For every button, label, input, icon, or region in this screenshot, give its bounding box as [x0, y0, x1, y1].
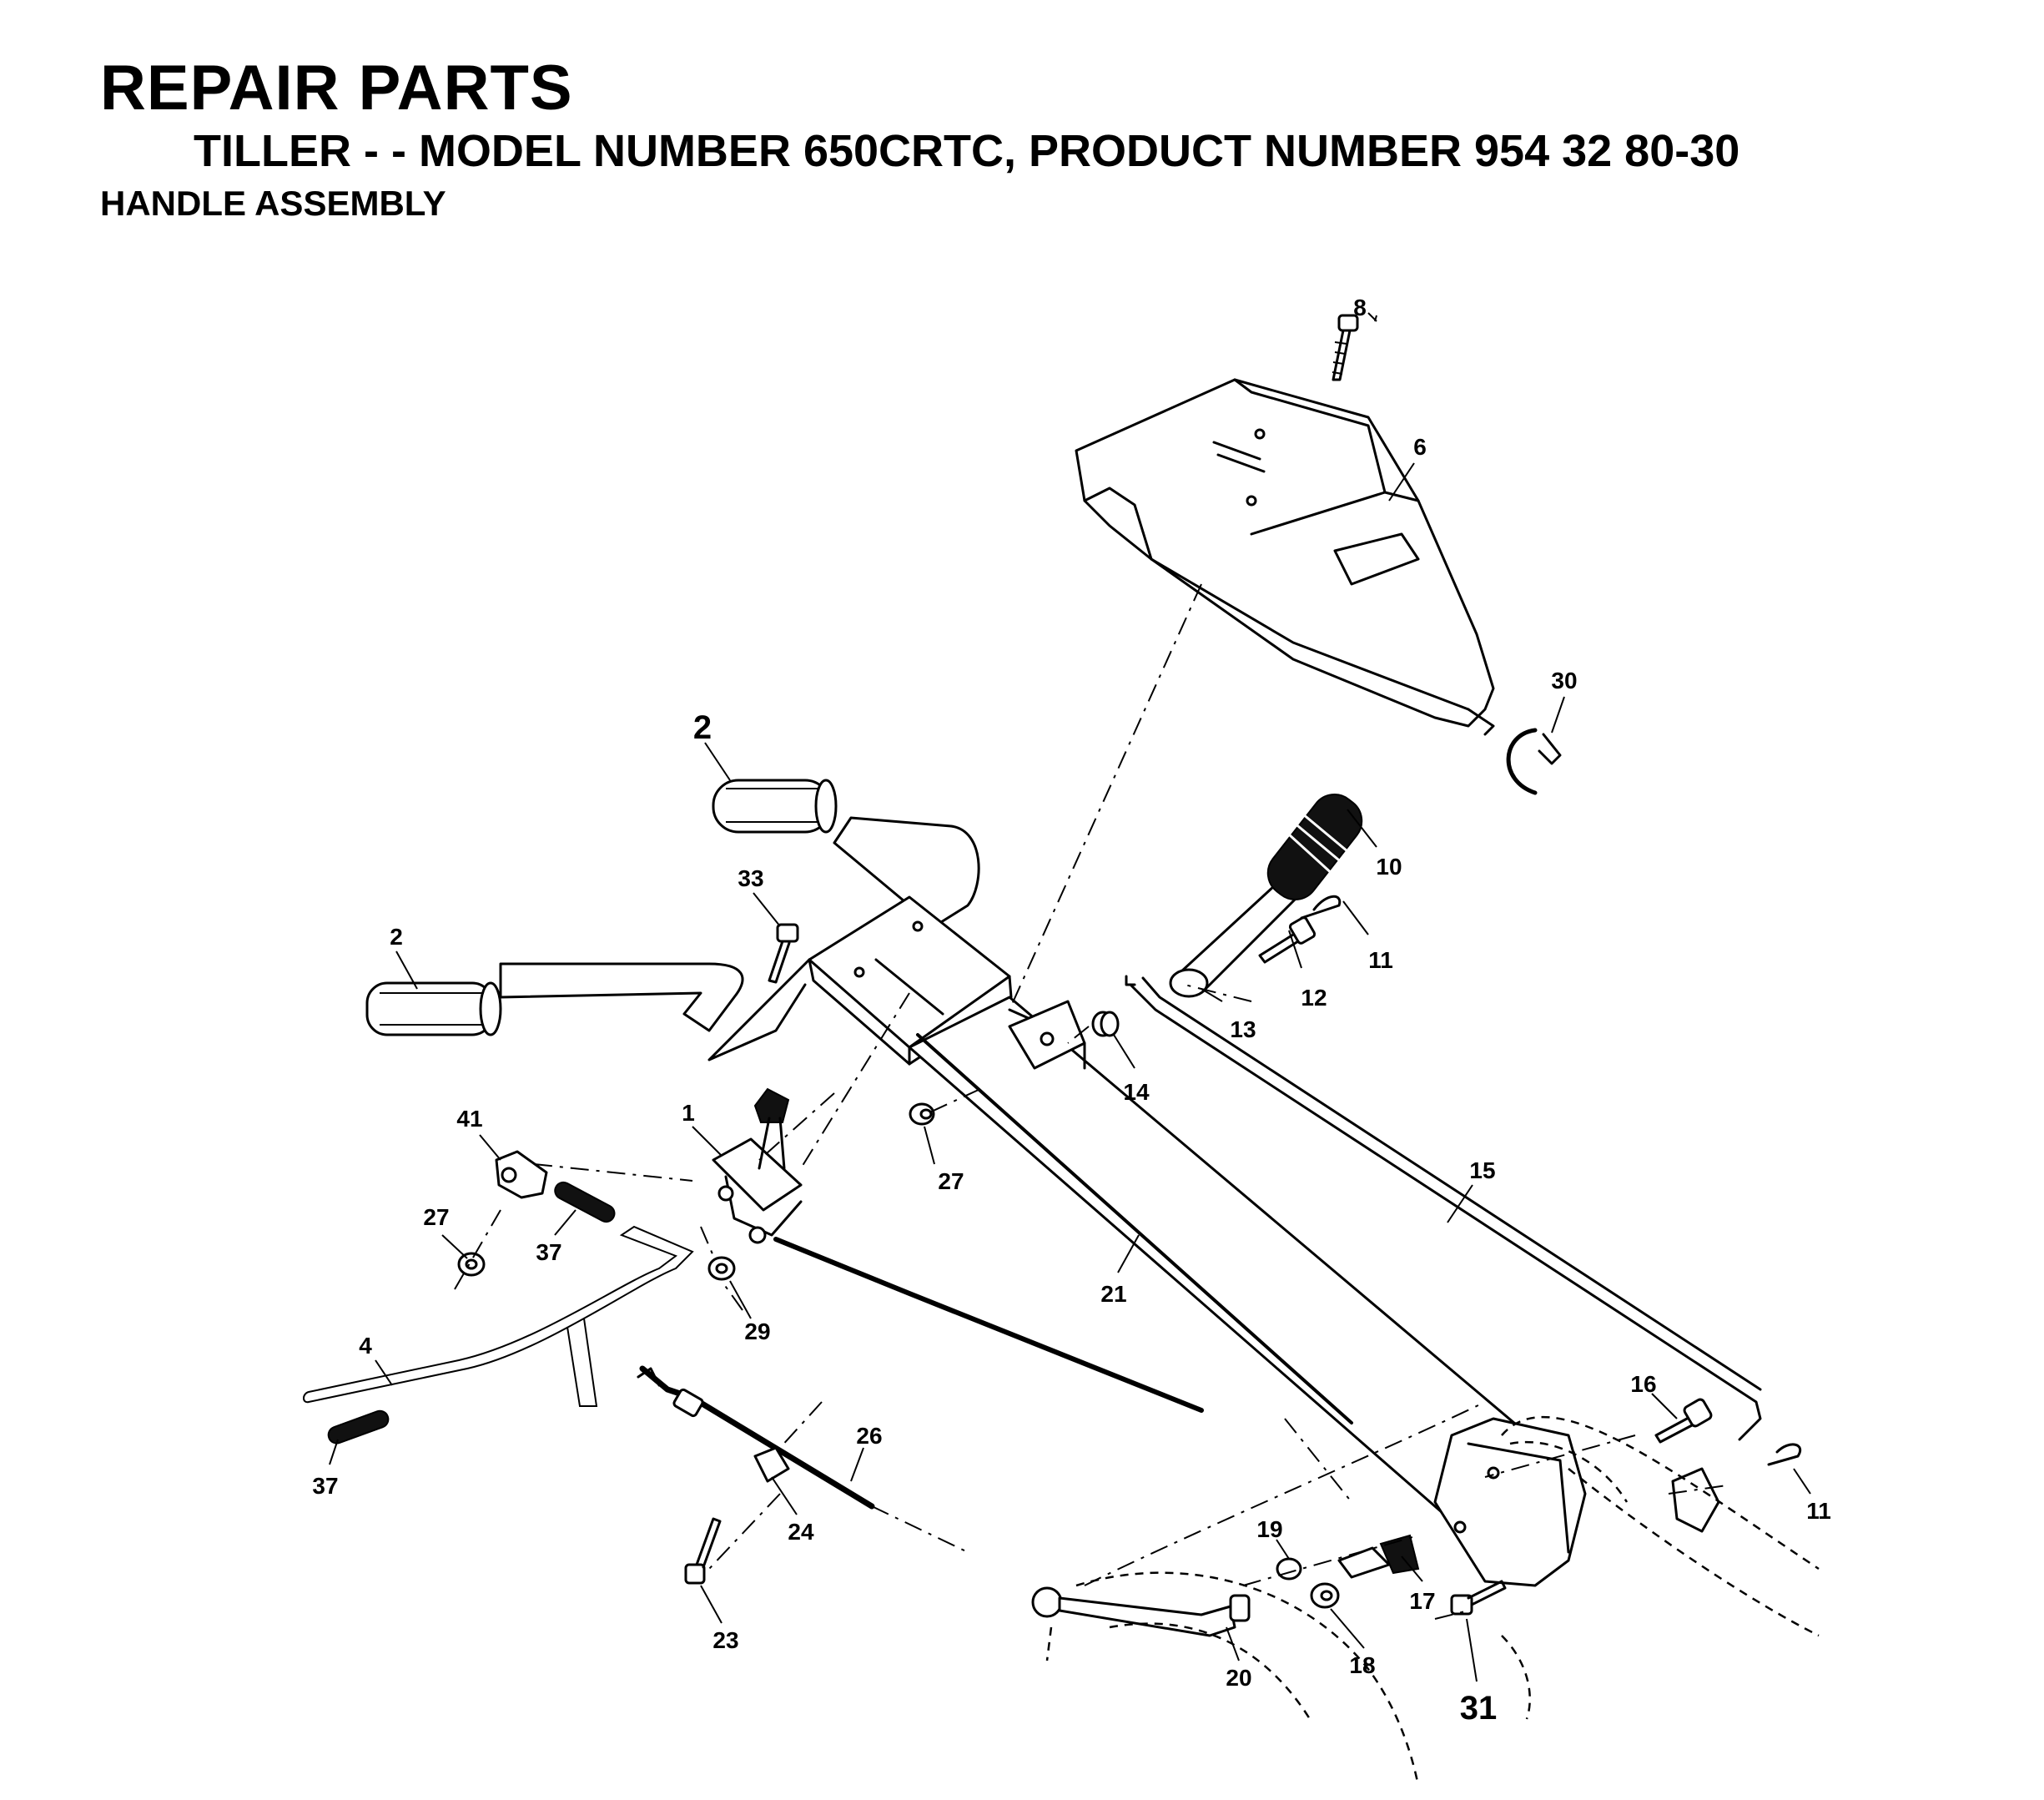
control-bracket-part [712, 1087, 803, 1244]
callout-27-upper: 27 [938, 1168, 964, 1194]
callout-8: 8 [1353, 295, 1367, 320]
callout-2-upper: 2 [693, 709, 712, 746]
screw-part-8 [1332, 314, 1359, 381]
callout-19: 19 [1256, 1516, 1282, 1542]
callout-12: 12 [1301, 985, 1327, 1011]
cable-clamp-part-24 [753, 1446, 790, 1483]
cam-part-17 [1337, 1534, 1420, 1579]
roll-pin-part-37 [327, 1181, 616, 1445]
leader-lines [329, 312, 1811, 1682]
callout-30: 30 [1551, 668, 1577, 693]
bolt-part-31 [1450, 1580, 1507, 1616]
nut-part-27-lower [457, 1252, 486, 1277]
washer-part-19 [1276, 1557, 1302, 1581]
reference-lines [454, 583, 1820, 1787]
callout-6: 6 [1413, 434, 1427, 460]
callout-13: 13 [1230, 1016, 1256, 1042]
callout-labels: 8 6 30 2 10 33 11 2 12 13 14 41 1 27 15 … [312, 295, 1830, 1727]
model-subtitle: TILLER - - MODEL NUMBER 650CRTC, PRODUCT… [194, 126, 1740, 176]
callout-18: 18 [1349, 1652, 1375, 1678]
nut-part-27 [909, 1102, 935, 1126]
section-title: HANDLE ASSEMBLY [100, 184, 446, 223]
callout-33: 33 [738, 865, 763, 891]
hairpin-clip-part-11 [1300, 895, 1342, 920]
page-title: REPAIR PARTS [100, 53, 573, 124]
handle-bracket-part [707, 895, 1013, 1066]
bolt-part-16 [1654, 1398, 1713, 1444]
handle-panel-part [1075, 378, 1495, 736]
callout-37-lower: 37 [312, 1473, 338, 1499]
callout-26: 26 [856, 1423, 882, 1449]
callout-16: 16 [1630, 1371, 1656, 1397]
retaining-ring-part-30 [1506, 728, 1562, 795]
callout-1: 1 [682, 1100, 695, 1126]
handle-tube-part [908, 996, 1570, 1537]
callout-2-lower: 2 [390, 924, 403, 950]
callout-4: 4 [359, 1333, 372, 1359]
callout-29: 29 [744, 1318, 770, 1344]
callout-11-lower: 11 [1806, 1498, 1831, 1524]
callout-10: 10 [1376, 854, 1402, 880]
linkage-part [1671, 1443, 1801, 1533]
depth-lever-part-20 [1031, 1586, 1251, 1637]
callout-31: 31 [1460, 1690, 1498, 1727]
operator-bail-part-4 [303, 1225, 694, 1407]
callout-11-upper: 11 [1368, 947, 1393, 973]
cable-clip-part-41 [495, 1150, 548, 1199]
spacer-part-14 [1091, 1011, 1120, 1037]
callout-24: 24 [788, 1519, 814, 1545]
bolt-part-12 [1258, 916, 1317, 964]
control-cable-part-21 [773, 1033, 1353, 1424]
throttle-cable-part-26 [637, 1365, 875, 1510]
shift-rod-part-15 [1125, 975, 1762, 1441]
handlebar-part [365, 779, 980, 1036]
washer-part-18 [1310, 1582, 1340, 1609]
callout-21: 21 [1100, 1281, 1126, 1307]
screw-part-33 [768, 923, 799, 984]
callout-41: 41 [456, 1106, 482, 1132]
nut-part-29 [707, 1256, 736, 1281]
callout-17: 17 [1409, 1588, 1435, 1614]
callout-20: 20 [1226, 1665, 1251, 1691]
bolt-part-23 [684, 1517, 722, 1585]
callout-14: 14 [1123, 1079, 1150, 1105]
callout-37-upper: 37 [536, 1239, 561, 1265]
callout-23: 23 [712, 1627, 738, 1653]
callout-27-lower: 27 [423, 1204, 449, 1230]
callout-15: 15 [1469, 1157, 1495, 1183]
shift-lever-part [1169, 794, 1363, 998]
